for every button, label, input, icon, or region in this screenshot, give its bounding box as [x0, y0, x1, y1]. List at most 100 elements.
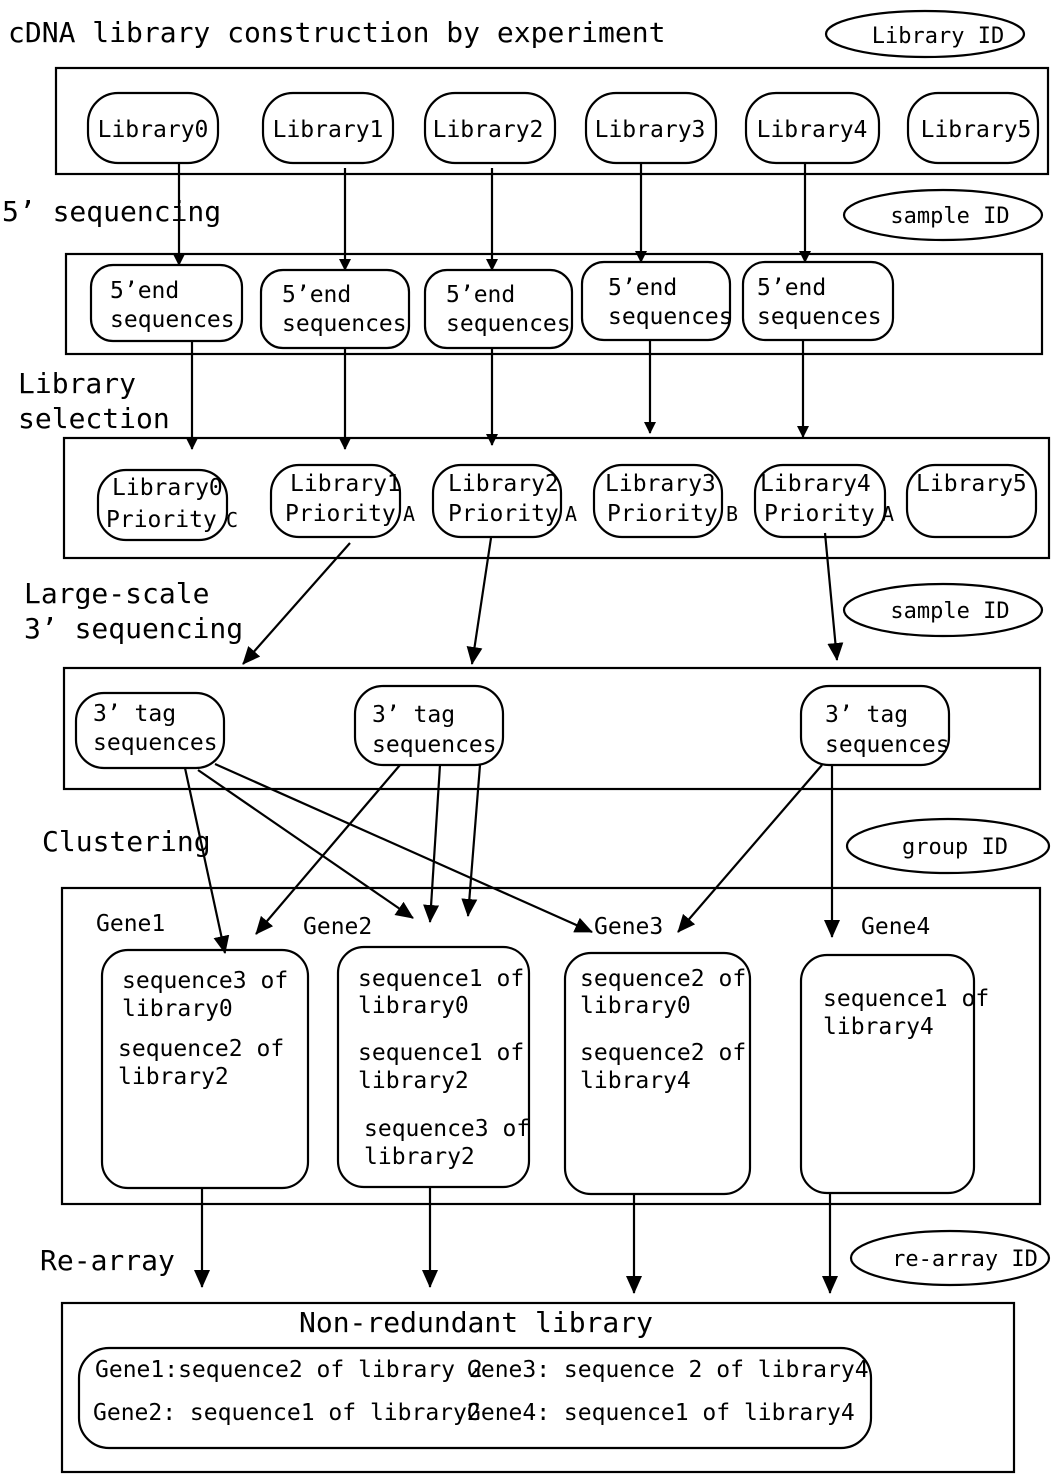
- nonredundant-gene2: Gene2: sequence1 of library2: [93, 1400, 481, 1426]
- stage-library-selection-line1: Library: [18, 367, 136, 400]
- selection-node-2-name: Library2: [448, 471, 559, 497]
- five-end-node-1-line2: sequences: [282, 311, 407, 337]
- gene2-line5: sequence3 of: [364, 1116, 530, 1142]
- five-end-node-2-line2: sequences: [446, 311, 571, 337]
- stage-clustering: Clustering: [42, 825, 211, 858]
- selection-node-2: Library2 Priority A: [431, 463, 577, 539]
- three-tag-node-0-line2: sequences: [93, 730, 218, 756]
- library-node-5-label: Library5: [921, 117, 1032, 143]
- arrow-tag0-to-gene3: [214, 762, 593, 934]
- five-end-node-2: 5’end sequences: [423, 268, 574, 350]
- rearray-id-tag: re-array ID: [849, 1229, 1051, 1287]
- library-id-label: Library ID: [872, 24, 1004, 49]
- libraries-panel: [54, 66, 1050, 176]
- arrow-tag0-to-gene1: [183, 767, 230, 954]
- selection-node-1-grade: A: [403, 502, 415, 526]
- library-node-4-label: Library4: [757, 117, 868, 143]
- selection-node-3-name: Library3: [605, 471, 716, 497]
- gene4-label: Gene4: [861, 914, 930, 940]
- selection-node-1: Library1 Priority A: [269, 463, 415, 539]
- gene2-label: Gene2: [303, 914, 372, 940]
- five-end-node-0-line1: 5’end: [110, 278, 179, 304]
- arrow-selection2-to-3tag: [466, 537, 493, 665]
- selection-node-4-name: Library4: [760, 471, 871, 497]
- library-node-2: Library2: [423, 91, 557, 165]
- selection-node-5-name: Library5: [916, 471, 1027, 497]
- gene1-line1: sequence3 of: [122, 968, 288, 994]
- gene1-line4: library2: [118, 1064, 229, 1090]
- gene3-cluster: sequence2 of library0 sequence2 of libra…: [563, 951, 752, 1196]
- stage-5prime-sequencing: 5’ sequencing: [2, 195, 221, 228]
- selection-node-2-grade: A: [565, 502, 577, 526]
- sample-id-label-2: sample ID: [890, 599, 1009, 624]
- five-end-node-0: 5’end sequences: [89, 263, 244, 343]
- three-tag-node-0: 3’ tag sequences: [74, 691, 226, 770]
- selection-node-0-priority: Priority: [106, 507, 217, 533]
- sample-id-label-1: sample ID: [890, 204, 1009, 229]
- three-tag-node-0-line1: 3’ tag: [93, 701, 176, 727]
- gene2-line1: sequence1 of: [358, 966, 524, 992]
- arrow-selection4-to-3tag: [823, 532, 844, 661]
- gene3-line1: sequence2 of: [580, 966, 746, 992]
- library-id-tag: Library ID: [824, 9, 1026, 59]
- library-node-0-label: Library0: [98, 117, 209, 143]
- gene2-line3: sequence1 of: [358, 1040, 524, 1066]
- gene3-line4: library4: [580, 1068, 691, 1094]
- nonredundant-title: Non-redundant library: [299, 1306, 653, 1339]
- gene2-cluster: sequence1 of library0 sequence1 of libra…: [336, 945, 530, 1189]
- selection-node-4-grade: A: [882, 502, 894, 526]
- group-id-tag: group ID: [845, 817, 1051, 875]
- five-end-node-1-line1: 5’end: [282, 282, 351, 308]
- three-tag-panel: [62, 666, 1042, 791]
- library-node-1: Library1: [261, 91, 395, 165]
- gene4-line1: sequence1 of: [823, 986, 989, 1012]
- selection-node-2-priority: Priority: [448, 501, 559, 527]
- gene1-cluster: sequence3 of library0 sequence2 of libra…: [100, 948, 310, 1190]
- nonredundant-gene1: Gene1:sequence2 of library 2: [95, 1357, 483, 1383]
- nonredundant-gene4: Gene4: sequence1 of library4: [467, 1400, 855, 1426]
- five-end-node-3-line2: sequences: [608, 304, 733, 330]
- nonredundant-list: Gene1:sequence2 of library 2 Gene3: sequ…: [77, 1346, 873, 1450]
- library-node-0: Library0: [86, 91, 220, 165]
- rearray-id-label: re-array ID: [892, 1247, 1038, 1272]
- nonredundant-gene3: Gene3: sequence 2 of library4: [467, 1357, 869, 1383]
- library-node-1-label: Library1: [273, 117, 384, 143]
- five-end-node-4-line2: sequences: [757, 304, 882, 330]
- gene4-cluster: sequence1 of library4: [799, 953, 989, 1195]
- gene2-line2: library0: [358, 993, 469, 1019]
- gene3-line3: sequence2 of: [580, 1040, 746, 1066]
- library-node-2-label: Library2: [433, 117, 544, 143]
- library-node-4: Library4: [744, 91, 881, 165]
- selection-node-0: Library0 Priority C: [96, 468, 238, 542]
- library-node-3: Library3: [584, 91, 718, 165]
- three-tag-node-1: 3’ tag sequences: [353, 684, 505, 767]
- three-tag-node-2: 3’ tag sequences: [799, 684, 951, 767]
- selection-node-0-name: Library0: [112, 475, 223, 501]
- gene1-label: Gene1: [96, 911, 165, 937]
- gene3-label: Gene3: [594, 914, 663, 940]
- sample-id-tag-1: sample ID: [842, 188, 1044, 242]
- arrow-tag1-to-gene2-a: [423, 764, 442, 923]
- selection-node-3: Library3 Priority B: [592, 463, 738, 539]
- three-tag-node-1-line1: 3’ tag: [372, 702, 455, 728]
- arrow-tag2-to-gene3: [677, 764, 823, 933]
- three-tag-node-1-line2: sequences: [372, 732, 497, 758]
- group-id-label: group ID: [902, 835, 1008, 860]
- gene3-line2: library0: [580, 993, 691, 1019]
- selection-node-5: Library5: [905, 463, 1038, 539]
- five-end-node-3: 5’end sequences: [580, 260, 733, 342]
- selection-node-0-grade: C: [226, 508, 238, 532]
- five-end-node-2-line1: 5’end: [446, 282, 515, 308]
- genes-panel: [60, 886, 1042, 1206]
- arrow-tag1-to-gene2-b: [461, 764, 482, 917]
- gene2-line4: library2: [358, 1068, 469, 1094]
- five-end-panel: [64, 252, 1044, 356]
- gene1-line3: sequence2 of: [118, 1036, 284, 1062]
- stage-rearray: Re-array: [40, 1244, 175, 1277]
- library-node-3-label: Library3: [595, 117, 706, 143]
- stage-large-scale-line2: 3’ sequencing: [24, 612, 243, 645]
- selection-node-4: Library4 Priority A: [753, 463, 894, 539]
- selection-node-4-priority: Priority: [764, 501, 875, 527]
- stage-large-scale-line1: Large-scale: [24, 577, 209, 610]
